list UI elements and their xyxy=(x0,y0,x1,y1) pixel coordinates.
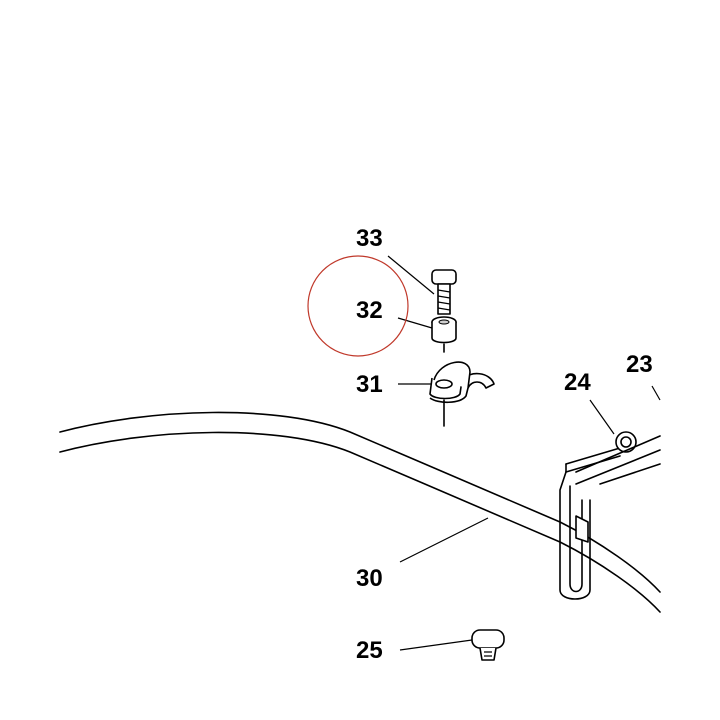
callout-25: 25 xyxy=(356,637,383,664)
bolt-33 xyxy=(431,269,457,315)
callout-32: 32 xyxy=(356,297,383,324)
knob-25 xyxy=(471,629,505,661)
bushing-32 xyxy=(431,316,457,344)
rod-30 xyxy=(59,411,661,613)
callout-24: 24 xyxy=(564,369,591,396)
spring-hook-24 xyxy=(559,431,637,600)
leader-lines xyxy=(387,255,661,651)
highlight-circle xyxy=(307,255,409,357)
clamp-31 xyxy=(429,343,495,427)
callout-23: 23 xyxy=(626,351,653,378)
callout-31: 31 xyxy=(356,371,383,398)
callout-33: 33 xyxy=(356,225,383,252)
plate-23 xyxy=(575,435,661,485)
callout-30: 30 xyxy=(356,565,383,592)
